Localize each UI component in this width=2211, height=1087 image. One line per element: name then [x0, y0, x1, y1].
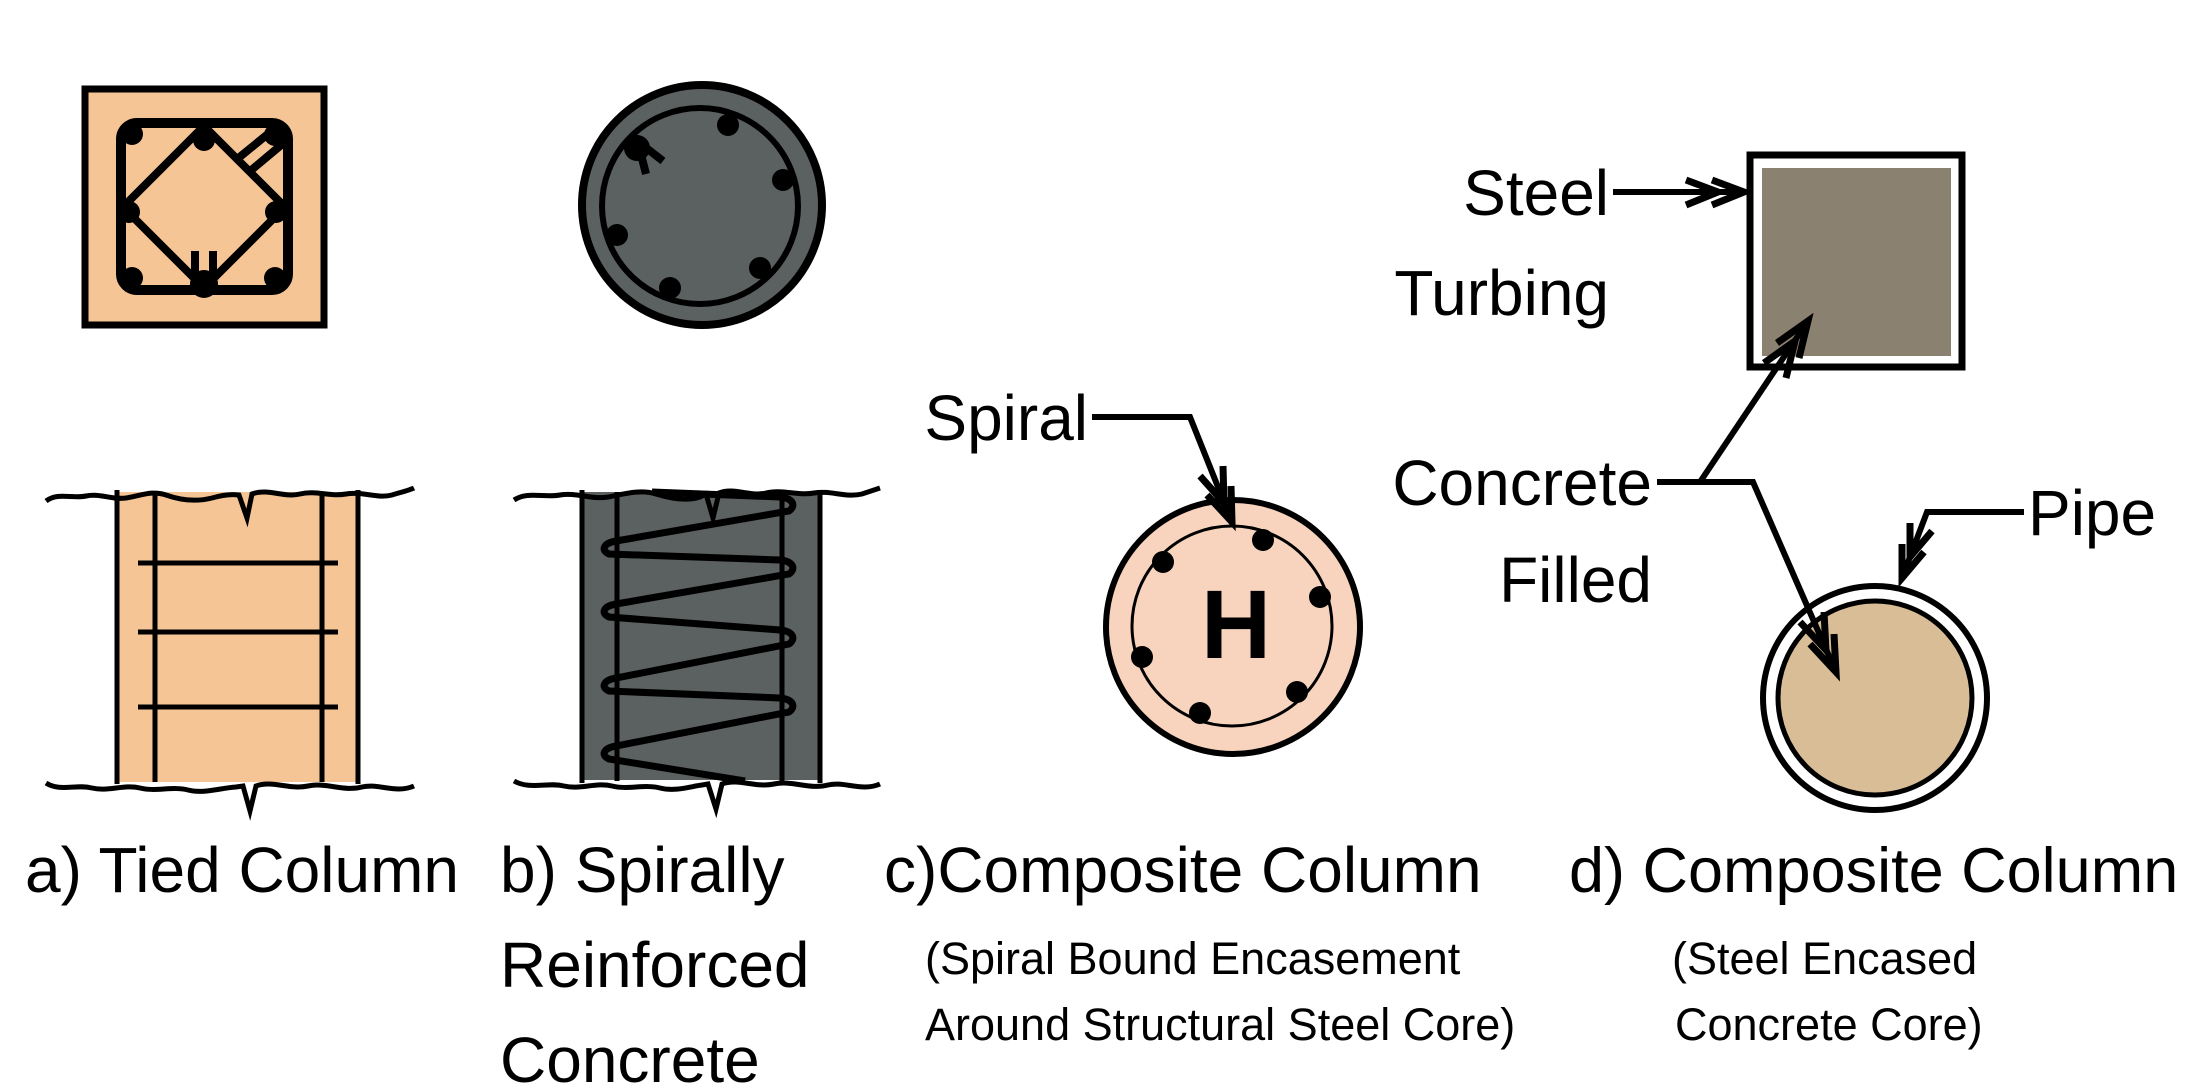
spiral-column-cross-section — [578, 81, 826, 329]
captions: a) Tied Column b) Spirally Reinforced Co… — [25, 834, 2178, 1087]
concrete-filled-leader — [1657, 312, 1841, 682]
spiral-label: Spiral — [924, 382, 1088, 454]
spiral-column-concrete-circle — [578, 81, 826, 329]
caption-c-title: c)Composite Column — [884, 834, 1482, 906]
break-line-top — [44, 485, 416, 528]
steel-leader — [1613, 176, 1754, 209]
tied-longitudinal-bars — [152, 492, 325, 782]
spiral-wrap — [600, 488, 797, 785]
pipe-arrowhead — [1898, 523, 1935, 588]
caption-b-line3: Concrete — [500, 1024, 760, 1087]
caption-d-sub1: (Steel Encased — [1672, 933, 1977, 984]
spiral-leader — [1092, 414, 1236, 532]
spiral-elevation-edges — [579, 490, 823, 783]
concrete-filled-label-line2: Filled — [1499, 544, 1652, 616]
pipe-label: Pipe — [2028, 477, 2156, 549]
caption-b-line1: b) Spirally — [500, 834, 785, 906]
steel-tubing-label-line1: Steel — [1463, 157, 1609, 229]
break-line-bottom — [44, 780, 416, 821]
composite-spiral-column: H Spiral — [924, 382, 1363, 757]
caption-c-sub1: (Spiral Bound Encasement — [925, 933, 1461, 984]
spiral-arrowhead — [1197, 465, 1236, 532]
concrete-leader-line-circle — [1657, 479, 1839, 674]
break-line-top-b — [512, 485, 881, 528]
caption-d-title: d) Composite Column — [1569, 836, 2178, 906]
composite-rebar-dots — [1131, 529, 1331, 724]
spiral-hoop-circle — [599, 105, 801, 307]
spiral-leader-line — [1092, 414, 1235, 524]
caption-a: a) Tied Column — [25, 834, 459, 906]
tie-lines — [138, 560, 338, 710]
caption-c-sub2: Around Structural Steel Core) — [925, 999, 1515, 1050]
spiral-hook-lines — [633, 138, 666, 175]
tied-column-elevation — [44, 485, 416, 821]
caption-b-line2: Reinforced — [500, 929, 810, 1001]
steel-arrowhead — [1684, 176, 1754, 209]
spiral-column-elevation — [512, 485, 882, 819]
composite-steel-encased-column: Steel Turbing Concrete Filled Pipe — [1392, 151, 2156, 813]
steel-tubing-label-line2: Turbing — [1394, 257, 1609, 329]
caption-d-sub2: Concrete Core) — [1675, 999, 1983, 1050]
rebar-dots — [118, 123, 287, 298]
concrete-arrowhead-square — [1761, 312, 1814, 379]
tied-column-cross-section — [81, 85, 328, 329]
concrete-fill-square — [1762, 168, 1951, 356]
concrete-arrowhead-circle — [1797, 611, 1841, 682]
tied-elevation-edges — [114, 490, 361, 784]
break-line-bottom-b — [512, 778, 882, 819]
steel-h-core-glyph: H — [1201, 570, 1271, 679]
concrete-filled-label-line1: Concrete — [1392, 447, 1652, 519]
pipe-leader — [1898, 509, 2024, 588]
